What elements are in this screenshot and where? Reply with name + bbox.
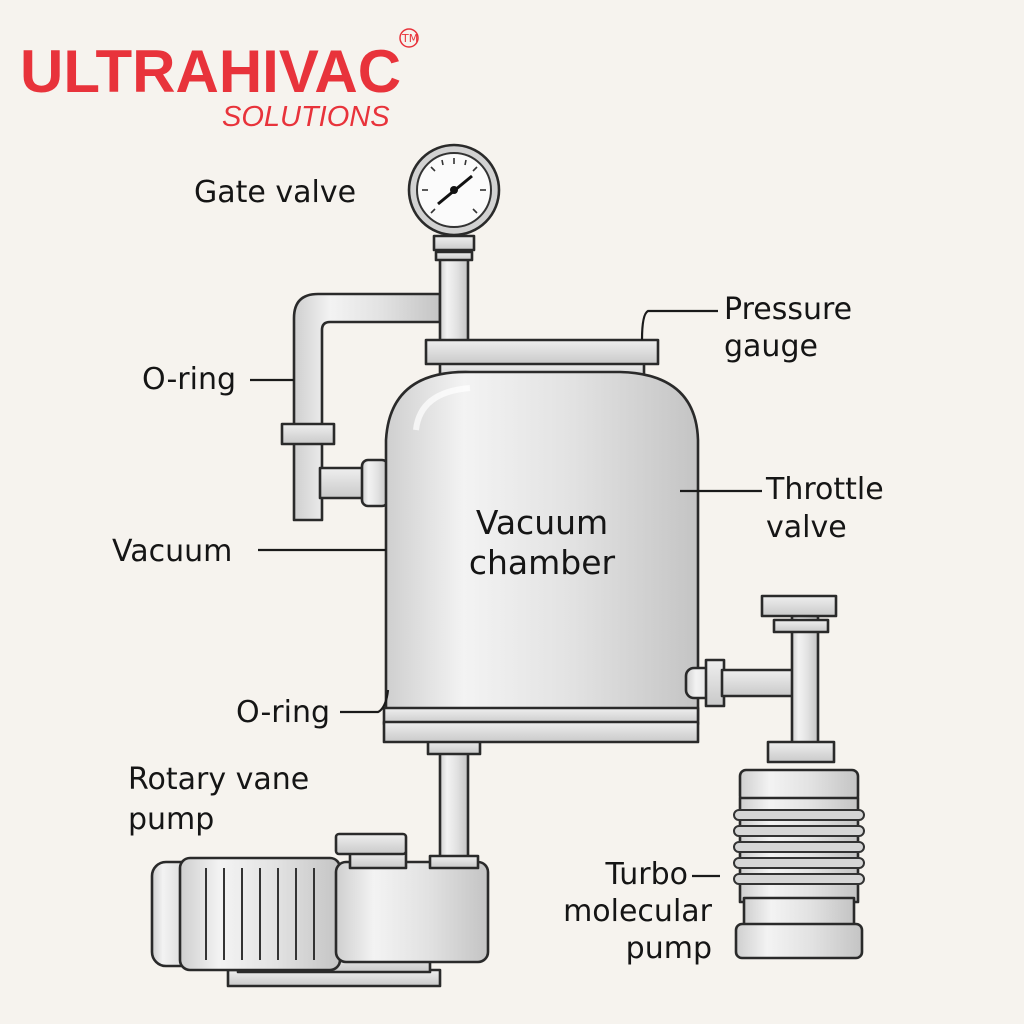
- brand-trademark: TM: [401, 32, 418, 45]
- o-ring-flange-left: [280, 422, 336, 446]
- left-elbow-pipe: [280, 292, 442, 522]
- label-turbo-line2: molecular: [563, 894, 713, 929]
- chamber-label-line1: Vacuum: [476, 503, 608, 542]
- turbo-base: [734, 922, 864, 960]
- label-throttle-line2: valve: [766, 510, 847, 545]
- label-rotary-line1: Rotary vane: [128, 762, 309, 797]
- brand-logo: ULTRAHIVAC SOLUTIONS TM: [20, 28, 419, 133]
- turbo-fins: [733, 809, 865, 885]
- diagram-labels: Gate valve O-ring Vacuum O-ring Rotary v…: [112, 175, 884, 966]
- chamber-body: [384, 370, 700, 722]
- label-turbo-line3: pump: [626, 931, 712, 966]
- rotary-vane-pump: [150, 832, 490, 988]
- motor-cooling-fins: [205, 868, 315, 960]
- label-vacuum: Vacuum: [112, 534, 232, 569]
- throttle-valve-stem: [790, 614, 820, 754]
- foreline-pipe: [426, 738, 482, 868]
- brand-tagline: SOLUTIONS: [222, 101, 390, 133]
- vacuum-chamber: Vacuum chamber: [382, 338, 700, 744]
- chamber-base-flange: [382, 720, 700, 744]
- label-gate-valve: Gate valve: [194, 175, 356, 210]
- label-o-ring-bottom: O-ring: [236, 695, 330, 730]
- label-turbo-line1: Turbo: [604, 857, 688, 892]
- right-port-pipe: [720, 668, 796, 698]
- leader-lines: [250, 309, 762, 878]
- label-pressure-line1: Pressure: [724, 292, 852, 327]
- pump-inlet-cap: [334, 832, 408, 856]
- throttle-valve-cap: [760, 594, 838, 618]
- label-throttle-line1: Throttle: [765, 472, 884, 507]
- turbo-assembly: [684, 594, 865, 960]
- gauge-stem: [432, 234, 476, 346]
- brand-name: ULTRAHIVAC: [20, 38, 401, 105]
- pump-head: [334, 860, 490, 964]
- label-rotary-line2: pump: [128, 802, 214, 837]
- side-port-flange: [360, 458, 390, 508]
- dial-gauge: [407, 143, 501, 237]
- trademark-circle: [399, 28, 419, 48]
- label-o-ring-top: O-ring: [142, 362, 236, 397]
- chamber-top-flange: [424, 338, 660, 366]
- chamber-label-line2: chamber: [469, 543, 616, 582]
- label-pressure-line2: gauge: [724, 329, 818, 364]
